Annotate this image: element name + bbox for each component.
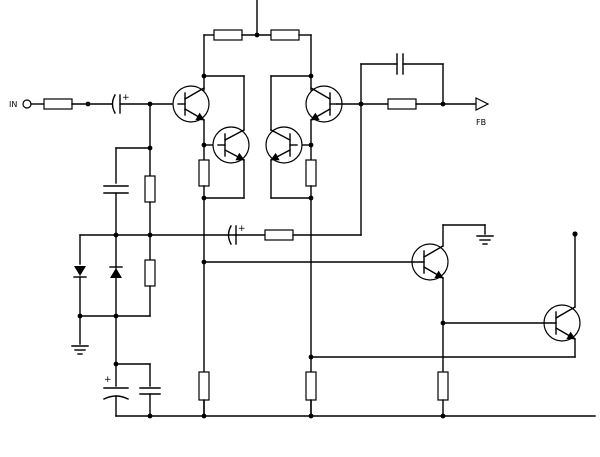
ground-symbol-left <box>71 345 89 355</box>
ground-symbol-right <box>476 235 494 245</box>
mid-resistor <box>264 229 294 241</box>
transistor-q1 <box>172 85 210 123</box>
emitter-resistor-right <box>305 159 317 187</box>
input-resistor <box>43 98 73 110</box>
supply-section <box>203 0 312 91</box>
supply-decoupling: + <box>103 361 161 419</box>
transistor-q3 <box>305 85 343 123</box>
input-terminal <box>22 99 32 109</box>
transistor-q5 <box>203 243 449 281</box>
diode-right <box>109 266 123 278</box>
mid-capacitor: + <box>227 224 246 245</box>
coupling-path-mid: + <box>227 224 362 245</box>
bias-resistor-upper <box>144 175 156 203</box>
load-resistor-left <box>213 29 243 41</box>
feedback-label: FB <box>476 118 486 127</box>
feedback-network: FB <box>336 53 490 236</box>
emitter-resistor-left <box>198 159 210 187</box>
input-label: IN <box>9 100 17 109</box>
input-capacitor: + <box>111 93 130 114</box>
diode-left <box>73 266 87 278</box>
output-emitter-resistor <box>437 371 449 401</box>
bottom-capacitor-polarity: + <box>104 375 112 385</box>
feedback-capacitor <box>396 53 404 75</box>
input-section: IN + <box>9 93 179 114</box>
transistor-q2 <box>212 126 250 164</box>
tail-resistor-left <box>198 371 210 401</box>
input-capacitor-polarity: + <box>122 93 130 103</box>
tail-resistor-right <box>305 371 317 401</box>
bias-network <box>71 103 237 365</box>
bypass-capacitor-bottom <box>139 387 161 395</box>
feedback-resistor <box>387 98 417 110</box>
mid-capacitor-polarity: + <box>238 224 246 234</box>
bias-resistor-lower <box>144 259 156 287</box>
bias-capacitor <box>103 185 129 194</box>
transistor-q6 <box>442 304 581 342</box>
load-resistor-right <box>270 29 300 41</box>
feedback-terminal <box>475 97 490 111</box>
